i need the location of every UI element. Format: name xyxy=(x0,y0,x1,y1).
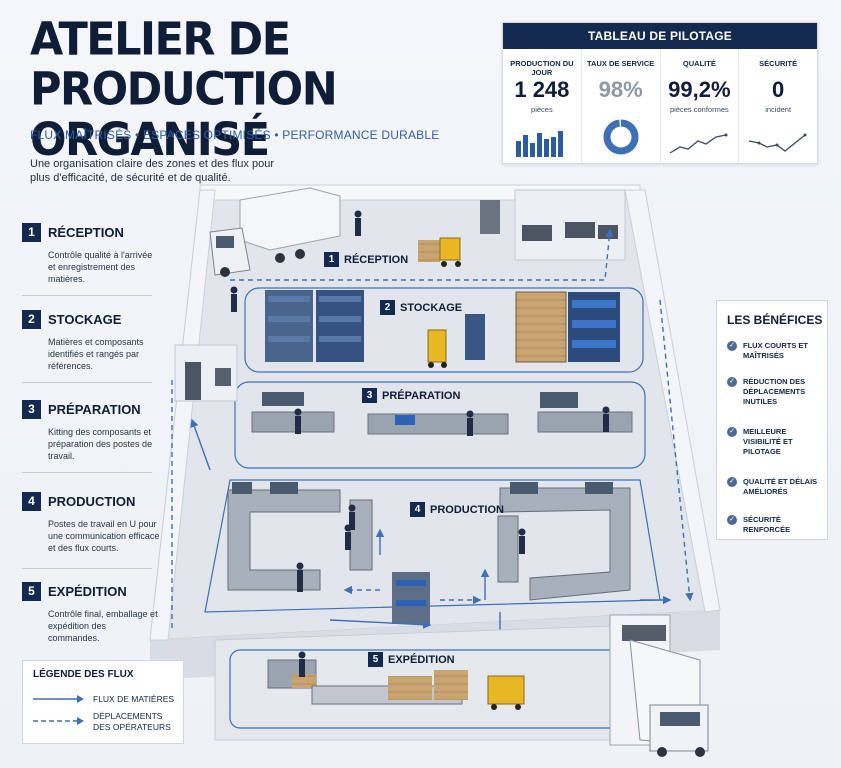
step-title: STOCKAGE xyxy=(48,312,122,327)
step-description: Contrôle qualité à l'arrivée et enregist… xyxy=(48,250,153,284)
zone-label-reception: 1 RÉCEPTION xyxy=(324,252,408,267)
kpi-label: PRODUCTION DU JOUR xyxy=(510,59,574,77)
step-title: PRÉPARATION xyxy=(48,402,141,417)
kpi-quality: QUALITÉ 99,2% pièces conformes xyxy=(659,49,739,165)
zone-label-expedition: 5 EXPÉDITION xyxy=(368,652,455,667)
kpi-value: 98% xyxy=(598,77,643,102)
kpi-value: 1 248 xyxy=(514,77,570,102)
kpi-label: QUALITÉ xyxy=(682,59,716,68)
check-icon: ✓ xyxy=(727,427,737,437)
page-subtitle: FLUX MAÎTRISÉS • ESPACES OPTIMISÉS • PER… xyxy=(30,128,440,142)
bar-chart-icon xyxy=(515,131,563,157)
donut-gauge-icon xyxy=(603,119,639,155)
zone-name: EXPÉDITION xyxy=(388,653,455,666)
side-office xyxy=(174,344,238,402)
legend-title: LÉGENDE DES FLUX xyxy=(33,669,134,680)
kpi-production: PRODUCTION DU JOUR 1 248 pièces xyxy=(503,49,581,165)
zone-name: PRÉPARATION xyxy=(382,389,461,402)
step-number: 1 xyxy=(22,223,41,242)
zone-name: PRODUCTION xyxy=(430,503,504,516)
step-title: PRODUCTION xyxy=(48,494,136,509)
benefit-text: QUALITÉ ET DÉLAIS AMÉLIORÉS xyxy=(743,477,818,496)
production-centre-rack xyxy=(392,572,430,624)
kpi-unit: pièces conformes xyxy=(669,105,729,114)
step-number: 5 xyxy=(22,582,41,601)
office-reception xyxy=(514,189,626,261)
zone-number: 2 xyxy=(380,300,395,315)
step-number: 3 xyxy=(22,400,41,419)
step-description: Matières et composants identifiés et ran… xyxy=(48,337,144,371)
forklift-reception xyxy=(418,237,461,267)
step-description: Kitting des composants et préparation de… xyxy=(48,427,153,461)
production-u-cell-right xyxy=(497,482,631,601)
benefit-text: FLUX COURTS ET MAÎTRISÉS xyxy=(743,341,808,360)
forklift-storage xyxy=(427,329,447,368)
zone-name: STOCKAGE xyxy=(400,301,463,314)
step-title: RÉCEPTION xyxy=(48,225,124,240)
kpi-value: 0 xyxy=(772,77,785,102)
check-icon: ✓ xyxy=(727,515,737,525)
step-description: Contrôle final, emballage et expédition … xyxy=(48,609,158,643)
dashboard-title: TABLEAU DE PILOTAGE xyxy=(503,23,817,49)
zone-number: 3 xyxy=(362,388,377,403)
check-icon: ✓ xyxy=(727,341,737,351)
page-title-line2: ORGANISÉ xyxy=(30,114,270,167)
step-divider xyxy=(22,382,152,383)
check-icon: ✓ xyxy=(727,377,737,387)
intro-text: Une organisation claire des zones et des… xyxy=(30,158,274,184)
zone-label-preparation: 3 PRÉPARATION xyxy=(362,388,460,403)
step-title: EXPÉDITION xyxy=(48,584,127,599)
page-title-line1: ATELIER DE PRODUCTION xyxy=(30,13,338,117)
step-number: 4 xyxy=(22,492,41,511)
kpi-label: SÉCURITÉ xyxy=(759,59,798,68)
shipping-dock-truck xyxy=(609,614,709,757)
benefits-panel: LES BÉNÉFICES ✓ FLUX COURTS ET MAÎTRISÉS… xyxy=(716,300,828,540)
zone-name: RÉCEPTION xyxy=(344,253,409,266)
kpi-label: TAUX DE SERVICE xyxy=(587,59,655,68)
dashed-arrow-icon xyxy=(33,717,84,725)
step-divider xyxy=(22,472,152,473)
truck-reception xyxy=(209,187,341,277)
zone-number: 1 xyxy=(324,252,339,267)
page-title: ATELIER DE PRODUCTION ORGANISÉ xyxy=(30,14,470,165)
zone-number: 5 xyxy=(368,652,383,667)
step-divider xyxy=(22,568,152,569)
kpi-value: 99,2% xyxy=(668,77,731,102)
benefits-title: LES BÉNÉFICES xyxy=(727,313,823,327)
zone-label-production: 4 PRODUCTION xyxy=(410,502,504,517)
step-divider xyxy=(22,295,152,296)
kpi-service-rate: TAUX DE SERVICE 98% xyxy=(580,49,660,165)
zone-label-storage: 2 STOCKAGE xyxy=(380,300,462,315)
operators xyxy=(230,210,610,677)
production-u-cell-left xyxy=(227,482,373,591)
benefit-text: SÉCURITÉ RENFORCÉE xyxy=(743,515,791,534)
legend-label-material-flow: FLUX DE MATIÈRES xyxy=(93,694,175,704)
storage-shelves xyxy=(265,290,620,363)
kpi-unit: pièces xyxy=(531,105,553,114)
dashboard-panel: TABLEAU DE PILOTAGE PRODUCTION DU JOUR 1… xyxy=(502,22,818,165)
flow-legend: LÉGENDE DES FLUX FLUX DE MATIÈRES DÉPLAC… xyxy=(22,660,184,744)
step-description: Postes de travail en U pour une communic… xyxy=(48,519,160,553)
flow-arrows xyxy=(171,299,694,652)
line-chart-icon xyxy=(748,133,807,152)
step-number: 2 xyxy=(22,310,41,329)
expedition-equipment xyxy=(267,659,525,710)
line-chart-icon xyxy=(670,133,728,154)
benefit-text: RÉDUCTION DES DÉPLACEMENTS INUTILES xyxy=(743,377,806,406)
benefit-text: MEILLEURE VISIBILITÉ ET PILOTAGE xyxy=(743,427,793,456)
zone-number: 4 xyxy=(410,502,425,517)
floor xyxy=(149,184,721,680)
solid-arrow-icon xyxy=(33,695,84,703)
kpi-unit: incident xyxy=(765,105,792,114)
check-icon: ✓ xyxy=(727,477,737,487)
kpi-safety: SÉCURITÉ 0 incident xyxy=(738,49,817,165)
legend-label-operator-moves: DÉPLACEMENTS DES OPÉRATEURS xyxy=(93,711,171,732)
preparation-benches xyxy=(251,392,633,435)
